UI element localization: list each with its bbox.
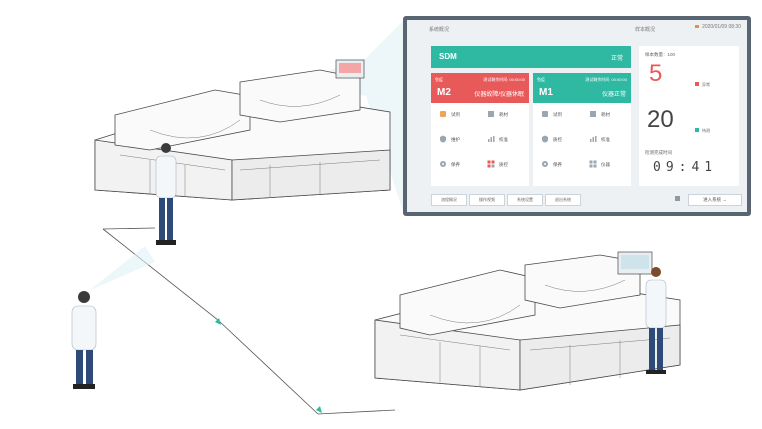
qc-item[interactable]: 质控 — [535, 132, 579, 152]
maintenance-item[interactable]: 维护 — [433, 132, 477, 152]
reagent-item[interactable]: 试剂 — [433, 107, 477, 127]
technician-upper — [155, 143, 177, 245]
technician-left — [71, 291, 97, 389]
module-status: 仪器正常 — [601, 92, 626, 98]
sample-count: 样本数量：100 — [645, 52, 676, 57]
pending-legend: 待测 — [695, 128, 710, 134]
module-code: M1 — [539, 87, 553, 98]
video-button[interactable]: 操作视频 — [469, 194, 505, 206]
instrument-item[interactable]: 仪器 — [583, 157, 627, 177]
enter-system-button[interactable]: 进入系统 → — [688, 194, 742, 206]
calibration-item[interactable]: 校准 — [583, 132, 627, 152]
teal-square-icon — [695, 128, 699, 132]
top-bar: 系统概况 样本概况 2020/01/09 08:30 — [407, 20, 747, 33]
finish-time-label: 检测完成时间 — [645, 150, 672, 155]
screen-icon[interactable] — [675, 196, 680, 201]
sample-overview-panel: 样本数量：100 5 异常 20 待测 检测完成时间 09:41 — [639, 46, 739, 186]
red-square-icon — [695, 82, 699, 86]
module-code: M2 — [437, 87, 451, 98]
grid-icon — [589, 160, 597, 168]
module-head: 免疫 测试剩余时间: 00:00:00 M1 仪器正常 — [533, 73, 631, 103]
reagent-icon — [440, 111, 446, 117]
qc-item[interactable]: 质控 — [481, 157, 525, 177]
alert-icon — [695, 25, 700, 28]
shield-icon — [542, 135, 548, 143]
datetime: 2020/01/09 08:30 — [695, 24, 741, 30]
module-status: 仪器故障/仪器休眠 — [474, 92, 524, 98]
process-overview-button[interactable]: 流程概况 — [431, 194, 467, 206]
chart-icon — [488, 136, 495, 142]
consumable-icon — [488, 111, 494, 117]
gear-icon — [440, 161, 446, 167]
technician-right — [645, 267, 667, 374]
settings-button[interactable]: 系统设置 — [507, 194, 543, 206]
sdm-title: SDM — [439, 52, 457, 61]
monitor-frame: 系统概况 样本概况 2020/01/09 08:30 SDM 正常 免疫 测试剩… — [403, 16, 751, 216]
sdm-bar[interactable]: SDM 正常 — [431, 46, 631, 68]
consumable-icon — [590, 111, 596, 117]
reagent-item[interactable]: 试剂 — [535, 107, 579, 127]
module-head: 免疫 测试剩余时间: 00:00:00 M2 仪器故障/仪器休眠 — [431, 73, 529, 103]
dashboard-screen: 系统概况 样本概况 2020/01/09 08:30 SDM 正常 免疫 测试剩… — [407, 20, 747, 212]
sdm-status: 正常 — [610, 56, 623, 62]
reagent-icon — [542, 111, 548, 117]
chart-icon — [590, 136, 597, 142]
system-overview-title: 系统概况 — [429, 27, 450, 33]
abnormal-legend: 异常 — [695, 82, 710, 88]
pending-count: 20 — [647, 106, 674, 133]
consumable-item[interactable]: 耗材 — [583, 107, 627, 127]
consumable-item[interactable]: 耗材 — [481, 107, 525, 127]
grid-alert-icon — [487, 160, 495, 168]
gear-icon — [542, 161, 548, 167]
calibration-item[interactable]: 校准 — [481, 132, 525, 152]
exit-button[interactable]: 退出系统 — [545, 194, 581, 206]
countdown-clock: 09:41 — [653, 160, 718, 175]
sample-overview-title: 样本概况 — [635, 27, 656, 33]
service-item[interactable]: 保养 — [535, 157, 579, 177]
module-card-m1[interactable]: 免疫 测试剩余时间: 00:00:00 M1 仪器正常 试剂 耗材 质控 校准 … — [533, 73, 631, 186]
service-item[interactable]: 保养 — [433, 157, 477, 177]
shield-icon — [440, 135, 446, 143]
abnormal-count: 5 — [649, 60, 663, 87]
module-card-m2[interactable]: 免疫 测试剩余时间: 00:00:00 M2 仪器故障/仪器休眠 试剂 耗材 维… — [431, 73, 529, 186]
